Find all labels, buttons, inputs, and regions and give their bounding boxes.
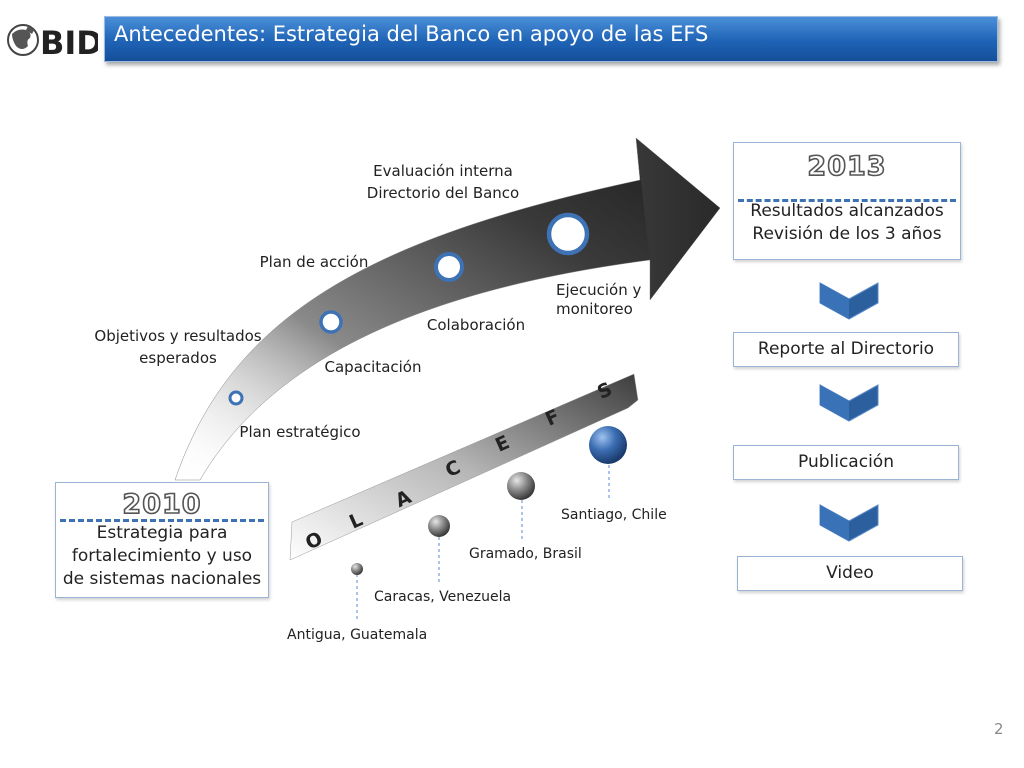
meeting-sphere [589, 426, 627, 464]
bid-logo: BID [6, 18, 103, 62]
chevron-down-icon [819, 384, 879, 422]
milestone-dot [228, 390, 244, 406]
milestone-label: Plan estratégico [239, 423, 361, 441]
milestone-label: Capacitación [324, 358, 422, 376]
page-number: 2 [994, 720, 1004, 738]
end-year: 2013 [807, 150, 887, 183]
milestone-label: Evaluación interna Directorio del Banco [366, 162, 520, 202]
meeting-sphere [507, 472, 535, 500]
page-title: Antecedentes: Estrategia del Banco en ap… [114, 22, 709, 46]
end-text: Resultados alcanzados Revisión de los 3 … [750, 201, 944, 244]
olacefs-band [289, 373, 639, 561]
meeting-city: Gramado, Brasil [469, 546, 582, 562]
milestone-dot [434, 252, 464, 282]
chevron-down-icon [819, 282, 879, 320]
step-video: Video [737, 556, 963, 591]
step-reporte-directorio: Reporte al Directorio [733, 332, 959, 367]
divider-dashed [738, 199, 956, 202]
title-bar [104, 16, 998, 62]
chevron-down-icon [819, 504, 879, 542]
milestone-label: Objetivos y resultados esperados [94, 327, 262, 367]
start-text: Estrategia para fortalecimiento y uso de… [62, 523, 262, 589]
milestone-dot [546, 212, 590, 256]
start-box-2010: 2010 Estrategia para fortalecimiento y u… [55, 482, 269, 598]
logo-text: BID [40, 24, 98, 62]
meeting-city: Antigua, Guatemala [287, 627, 428, 643]
milestone-label: Plan de acción [259, 253, 369, 271]
milestone-label: Colaboración [426, 316, 526, 334]
meeting-sphere [428, 515, 450, 537]
milestone-label: Ejecución y monitoreo [556, 281, 642, 318]
meeting-city: Santiago, Chile [561, 507, 667, 523]
meeting-sphere [351, 563, 363, 575]
milestone-dot [319, 310, 343, 334]
step-publicacion: Publicación [733, 445, 959, 480]
meeting-city: Caracas, Venezuela [374, 589, 512, 605]
start-year: 2010 [122, 488, 202, 521]
divider-dashed [60, 519, 264, 522]
